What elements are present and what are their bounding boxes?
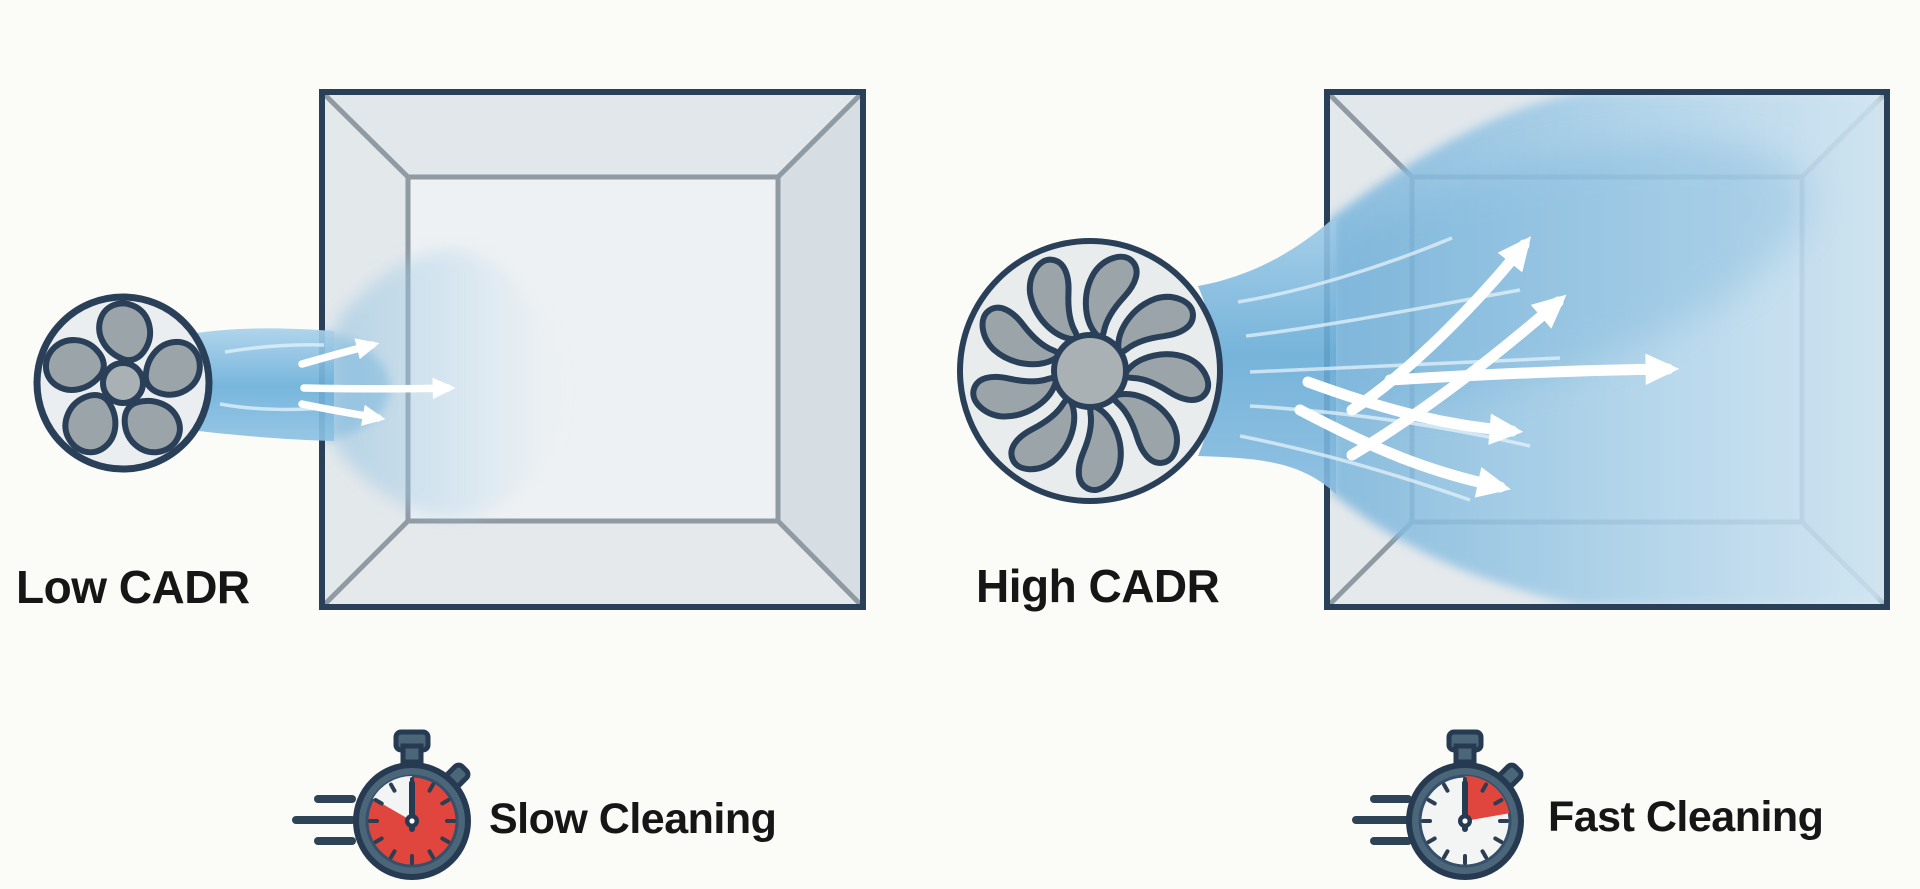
fast-cleaning-label: Fast Cleaning <box>1548 793 1823 841</box>
airflow-arrow-icon <box>298 400 386 426</box>
left-airflow-arrows <box>298 338 456 426</box>
airflow-arrow-icon <box>300 377 456 400</box>
right-fan-icon <box>957 238 1223 504</box>
airflow-arrow-icon <box>1384 353 1680 386</box>
left-stopwatch-icon <box>353 729 471 880</box>
slow-cleaning-label: Slow Cleaning <box>489 795 776 843</box>
right-airflow-arrows <box>1294 236 1680 498</box>
low-cadr-label: Low CADR <box>16 561 250 613</box>
airflow-arrow-icon <box>298 338 380 368</box>
high-cadr-label: High CADR <box>976 560 1220 612</box>
airflow-arrow-icon <box>1346 236 1532 416</box>
airflow-arrow-icon <box>1294 404 1511 498</box>
right-stopwatch-icon <box>1406 729 1524 880</box>
airflow-arrow-icon <box>1302 376 1524 445</box>
left-fan-icon <box>33 293 213 473</box>
right-speed-lines <box>1352 795 1412 845</box>
left-speed-lines <box>292 795 356 845</box>
